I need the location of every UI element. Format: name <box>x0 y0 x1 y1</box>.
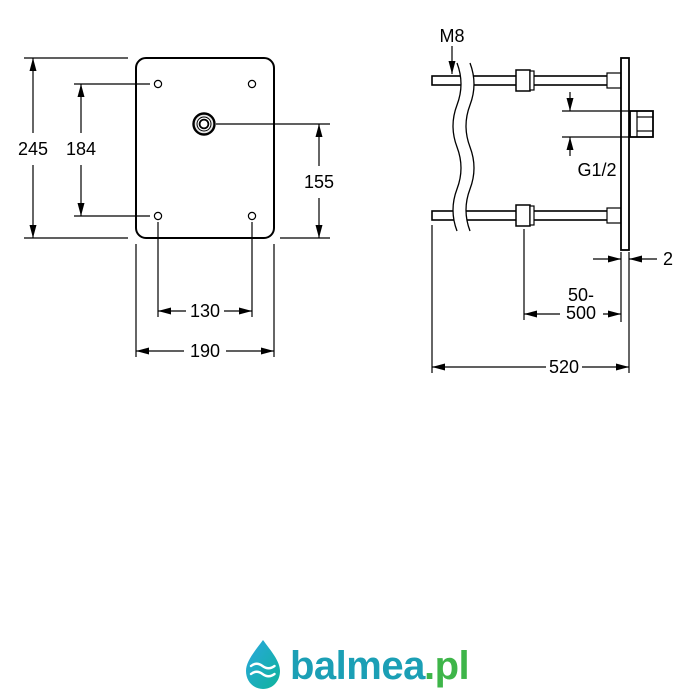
mounting-hole-top-right <box>247 79 257 89</box>
dim-label-range-line2: 500 <box>566 303 596 323</box>
front-view: 245 184 155 <box>18 57 334 361</box>
mounting-hole-bottom-left <box>153 211 163 221</box>
dim-outlet-155: 155 <box>216 123 334 239</box>
side-view: M8 G1/2 2 <box>431 26 673 377</box>
dim-label-range-line1: 50- <box>568 285 594 305</box>
dim-height-245: 245 <box>18 57 128 239</box>
dim-label-hole-spacing-vertical: 184 <box>66 139 96 159</box>
dim-label-thread: M8 <box>439 26 464 46</box>
dim-label-height-total: 245 <box>18 139 48 159</box>
hex-nut-bottom <box>515 204 535 227</box>
wall-plate-side <box>620 57 630 251</box>
stud-sleeve-bottom <box>606 207 622 224</box>
mounting-hole-top-left <box>153 79 163 89</box>
mounting-hole-bottom-right <box>247 211 257 221</box>
dim-thread-m8: M8 <box>439 26 465 74</box>
hex-nut-top <box>515 69 535 92</box>
dim-label-hole-spacing-horizontal: 130 <box>190 301 220 321</box>
dim-connection-g12: G1/2 <box>562 92 629 180</box>
g12-fitting <box>629 110 654 138</box>
dim-label-stud-length: 520 <box>549 357 579 377</box>
mounting-plate-outline <box>135 57 275 239</box>
break-line <box>452 62 475 232</box>
dim-hole-spacing-130: 130 <box>157 222 253 321</box>
stud-sleeve-top <box>606 72 622 89</box>
dim-length-520: 520 <box>431 225 630 377</box>
logo-brand-tld: .pl <box>424 644 469 688</box>
dim-hole-spacing-184: 184 <box>66 83 150 217</box>
dim-label-width-total: 190 <box>190 341 220 361</box>
outlet-fitting-front <box>192 112 216 136</box>
dim-label-outlet-from-bottom: 155 <box>304 172 334 192</box>
logo-drop-icon <box>246 640 280 689</box>
dim-width-190: 190 <box>135 244 275 361</box>
balmea-logo: balmea .pl <box>246 640 470 689</box>
dim-range-50-500: 50- 500 <box>523 229 621 323</box>
dim-label-connection-thread: G1/2 <box>577 160 616 180</box>
dim-thickness-2: 2 <box>593 249 673 322</box>
logo-brand-name: balmea <box>290 644 426 688</box>
dim-label-plate-thickness: 2 <box>663 249 673 269</box>
